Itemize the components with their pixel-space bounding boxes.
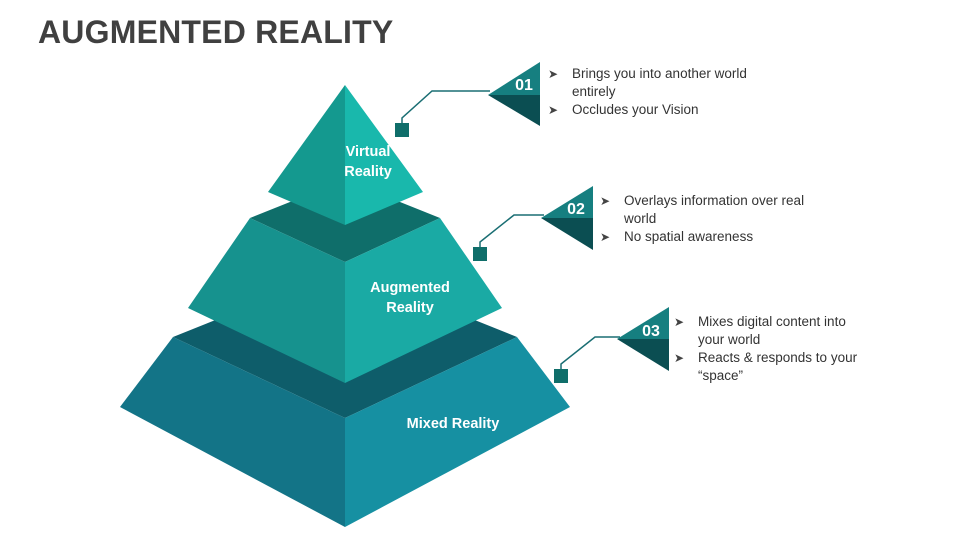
tier-2-label-line2: Reality	[386, 300, 434, 316]
arrow-bullet-icon: ➤	[548, 103, 559, 117]
arrow-bullet-icon: ➤	[674, 351, 685, 365]
tier-2-label-line1: Augmented	[370, 280, 450, 296]
connector-square	[554, 369, 568, 383]
tier-2-left-face	[188, 218, 345, 383]
connector-02: 02	[473, 186, 593, 261]
bullet-item: ➤Brings you into another world entirely	[548, 66, 747, 99]
marker-number-02: 02	[567, 201, 585, 218]
connector-line	[401, 90, 490, 130]
marker-upper	[617, 307, 669, 339]
connector-line	[479, 214, 544, 254]
arrow-bullet-icon: ➤	[548, 67, 559, 81]
tier-1-left-face	[268, 85, 345, 225]
marker-lower	[488, 95, 540, 126]
connector-01: 01	[395, 62, 540, 137]
marker-number-03: 03	[642, 323, 660, 340]
bullet-item: ➤Overlays information over real world	[600, 193, 805, 226]
tier-1-right-face	[345, 85, 423, 225]
marker-lower	[541, 218, 593, 250]
tier-1-label-line2: Reality	[344, 164, 392, 180]
marker-upper	[541, 186, 593, 218]
bullet-list-02: ➤Overlays information over real world ➤N…	[600, 192, 825, 246]
tier-3-left-face	[120, 337, 345, 527]
connector-square	[395, 123, 409, 137]
tier-virtual-reality: Virtual Reality	[268, 85, 423, 225]
tier-3-label: Mixed Reality	[407, 416, 500, 432]
page-title: AUGMENTED REALITY	[38, 14, 394, 50]
connector-square	[473, 247, 487, 261]
marker-number-01: 01	[515, 77, 533, 94]
tier-3-right-face	[345, 337, 570, 527]
connector-03: 03	[554, 307, 669, 383]
arrow-bullet-icon: ➤	[674, 315, 685, 329]
bullet-item: ➤No spatial awareness	[600, 229, 754, 244]
bullet-list-03: ➤Mixes digital content into your world ➤…	[674, 313, 859, 385]
bullet-item: ➤Mixes digital content into your world	[674, 314, 846, 347]
bullet-list-01: ➤Brings you into another world entirely …	[548, 65, 778, 119]
bullet-item: ➤Occludes your Vision	[548, 102, 699, 117]
tier-2-right-face	[345, 218, 502, 383]
marker-upper	[488, 62, 540, 95]
marker-lower	[617, 339, 669, 371]
connector-line	[560, 336, 620, 376]
arrow-bullet-icon: ➤	[600, 194, 611, 208]
arrow-bullet-icon: ➤	[600, 230, 611, 244]
bullet-item: ➤Reacts & responds to your “space”	[674, 350, 858, 383]
tier-1-label-line1: Virtual	[346, 144, 391, 160]
